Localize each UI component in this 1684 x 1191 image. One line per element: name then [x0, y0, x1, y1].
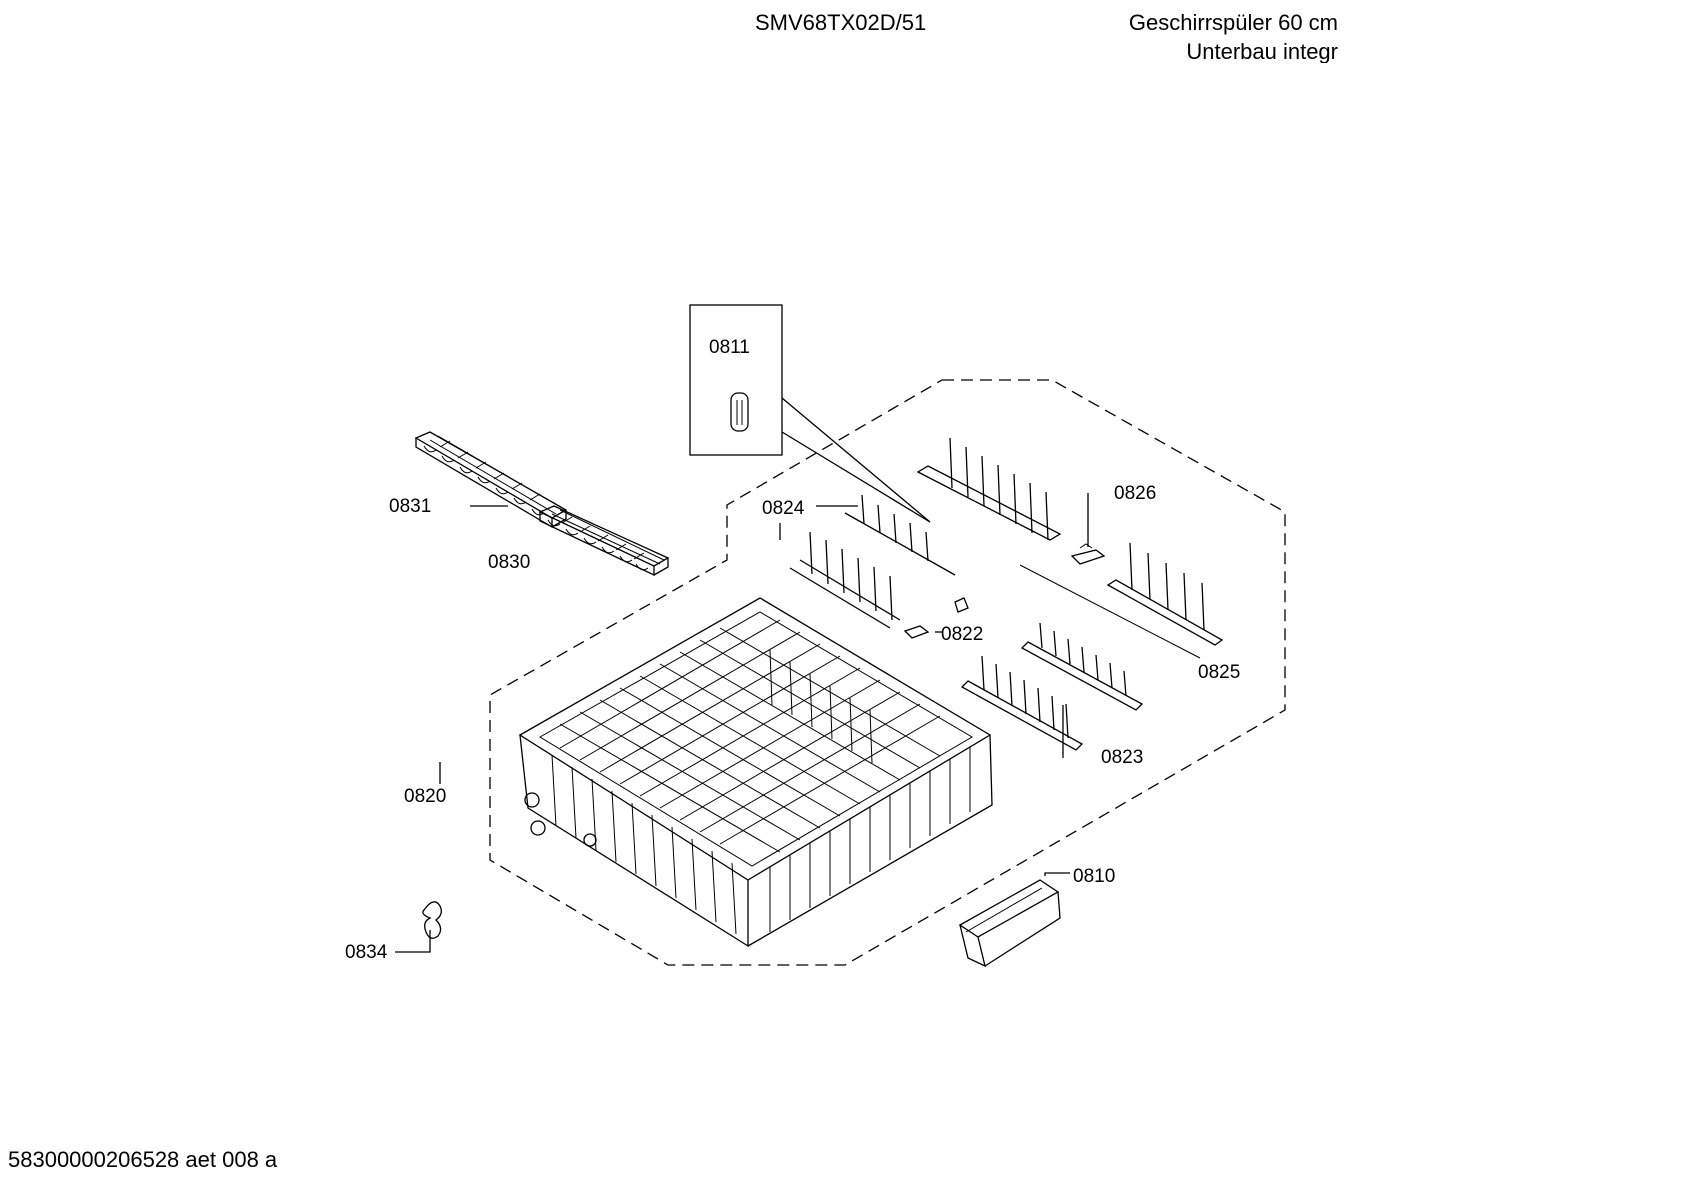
appliance-description: Geschirrspüler 60 cm: [1128, 10, 1338, 35]
label-0824: 0824: [762, 498, 805, 519]
document-code: 58300000206528 aet 008 a: [8, 1147, 278, 1172]
cup-shelf-lower-drawing: [538, 505, 670, 577]
label-0823: 0823: [1101, 747, 1143, 768]
cup-shelf-upper-drawing: [414, 431, 568, 529]
appliance-subdescription: Unterbau integr: [1186, 39, 1338, 63]
label-0810: 0810: [1073, 866, 1115, 887]
tine-holder-clip-drawing: [1070, 493, 1106, 565]
tine-row-center-drawing: [789, 494, 956, 629]
label-0826: 0826: [1114, 483, 1156, 504]
detail-box-0811: [689, 304, 931, 523]
tine-row-top-drawing: [916, 437, 1062, 541]
label-0830: 0830: [488, 552, 530, 573]
assembly-boundary: [489, 379, 1286, 966]
wheel-clip-drawing: [422, 901, 442, 939]
label-0834: 0834: [345, 942, 388, 963]
model-number: SMV68TX02D/51: [755, 10, 927, 35]
tine-row-right-drawing: [1106, 542, 1224, 646]
label-0831: 0831: [389, 496, 431, 517]
lower-basket-drawing: [518, 597, 993, 948]
label-0825: 0825: [1198, 662, 1240, 683]
clip-drawing: [903, 597, 969, 639]
label-0822: 0822: [941, 624, 983, 645]
label-0811: 0811: [709, 337, 750, 358]
label-0820: 0820: [404, 786, 446, 807]
cutlery-holder-drawing: [958, 879, 1061, 968]
tine-row-small-drawing: [960, 622, 1144, 751]
leader-lines: [395, 505, 1201, 953]
